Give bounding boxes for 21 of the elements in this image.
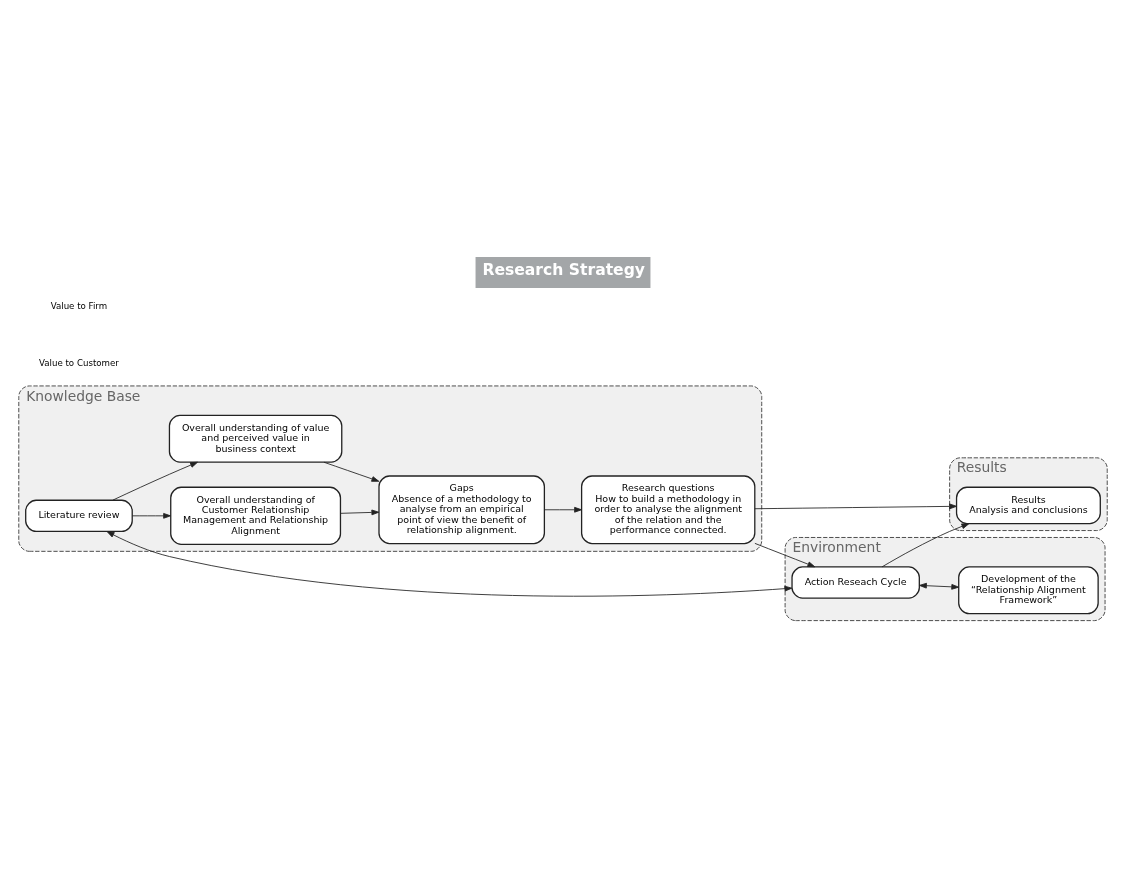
arrow — [754, 503, 957, 510]
node-box: Results Analysis and conclusions — [955, 486, 1101, 525]
arrow — [106, 531, 793, 597]
arrow — [754, 542, 816, 568]
arrow — [323, 461, 380, 482]
label: Value to Firm — [50, 301, 108, 312]
arrow — [919, 582, 960, 590]
node-box: Literature review — [25, 499, 133, 533]
node-box: Action Reseach Cycle — [791, 566, 920, 599]
diagram-title: Research Strategy — [482, 261, 645, 280]
arrow — [544, 506, 582, 513]
arrow — [112, 461, 198, 501]
arrow — [131, 512, 171, 519]
node-box: Development of the “Relationship Alignment Framework” — [958, 566, 1099, 615]
node-box: Research questions How to build a methodology in order to analyse the alignment of the relation and the performance connected. — [580, 475, 756, 545]
arrow — [340, 509, 380, 516]
node-box: Overall understanding of Customer Relationship Management and Relationship Alignment — [170, 486, 342, 546]
label: Value to Customer — [39, 357, 119, 368]
node-box: Overall understanding of value and perceived value in business context — [168, 414, 343, 463]
node-box: Gaps Absence of a methodology to analyse from an empirical point of view the benefit of relationship alignment. — [378, 475, 546, 545]
arrow — [881, 523, 970, 568]
